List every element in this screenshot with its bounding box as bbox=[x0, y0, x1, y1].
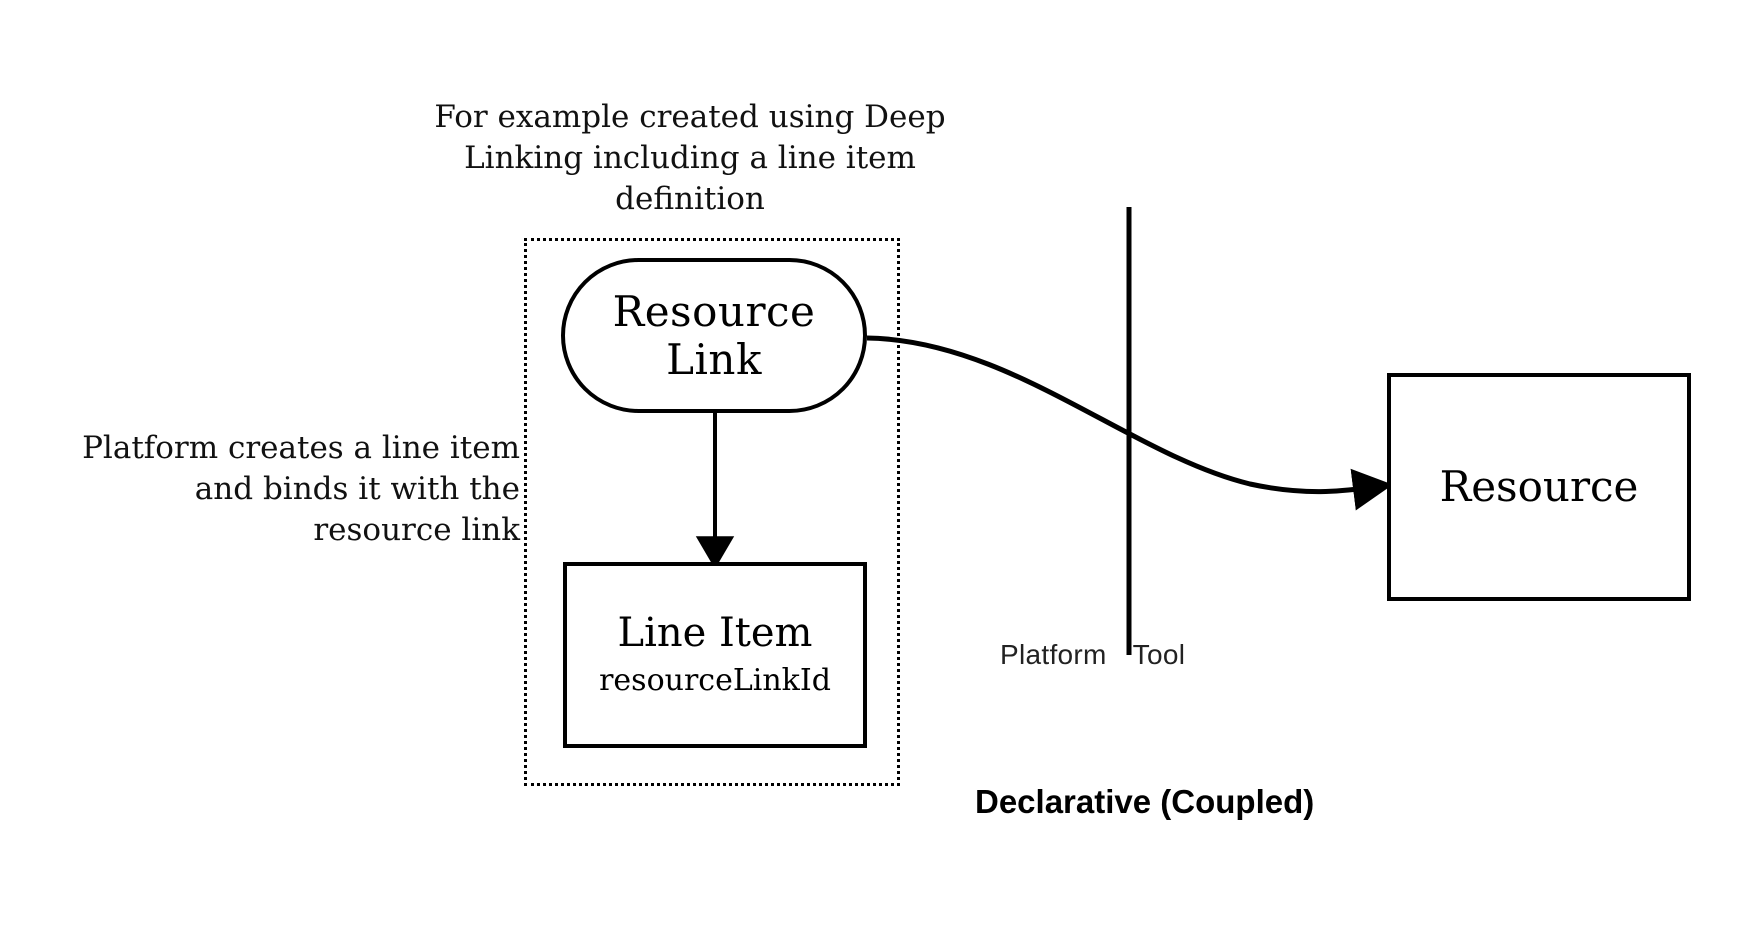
annotation-top: For example created using Deep Linking i… bbox=[434, 99, 946, 217]
boundary-label: Platform Tool bbox=[1000, 638, 1210, 672]
edge-resource-link-to-resource bbox=[866, 335, 1393, 511]
platform-group-boundary bbox=[524, 238, 900, 786]
node-resource-link-title: Resource Link bbox=[612, 286, 816, 384]
diagram-caption: Declarative (Coupled) bbox=[975, 783, 1315, 820]
node-resource[interactable]: Resource bbox=[1387, 373, 1691, 601]
node-resource-title: Resource bbox=[1439, 462, 1639, 511]
node-line-item-title: Line Item bbox=[617, 610, 813, 656]
boundary-label-tool: Tool bbox=[1132, 639, 1186, 670]
node-line-item[interactable]: Line Item resourceLinkId bbox=[563, 562, 867, 748]
node-line-item-subtitle: resourceLinkId bbox=[599, 663, 831, 698]
annotation-left: Platform creates a line item and binds i… bbox=[82, 430, 520, 548]
node-resource-link[interactable]: Resource Link bbox=[561, 258, 867, 413]
boundary-label-platform: Platform bbox=[1000, 639, 1107, 670]
